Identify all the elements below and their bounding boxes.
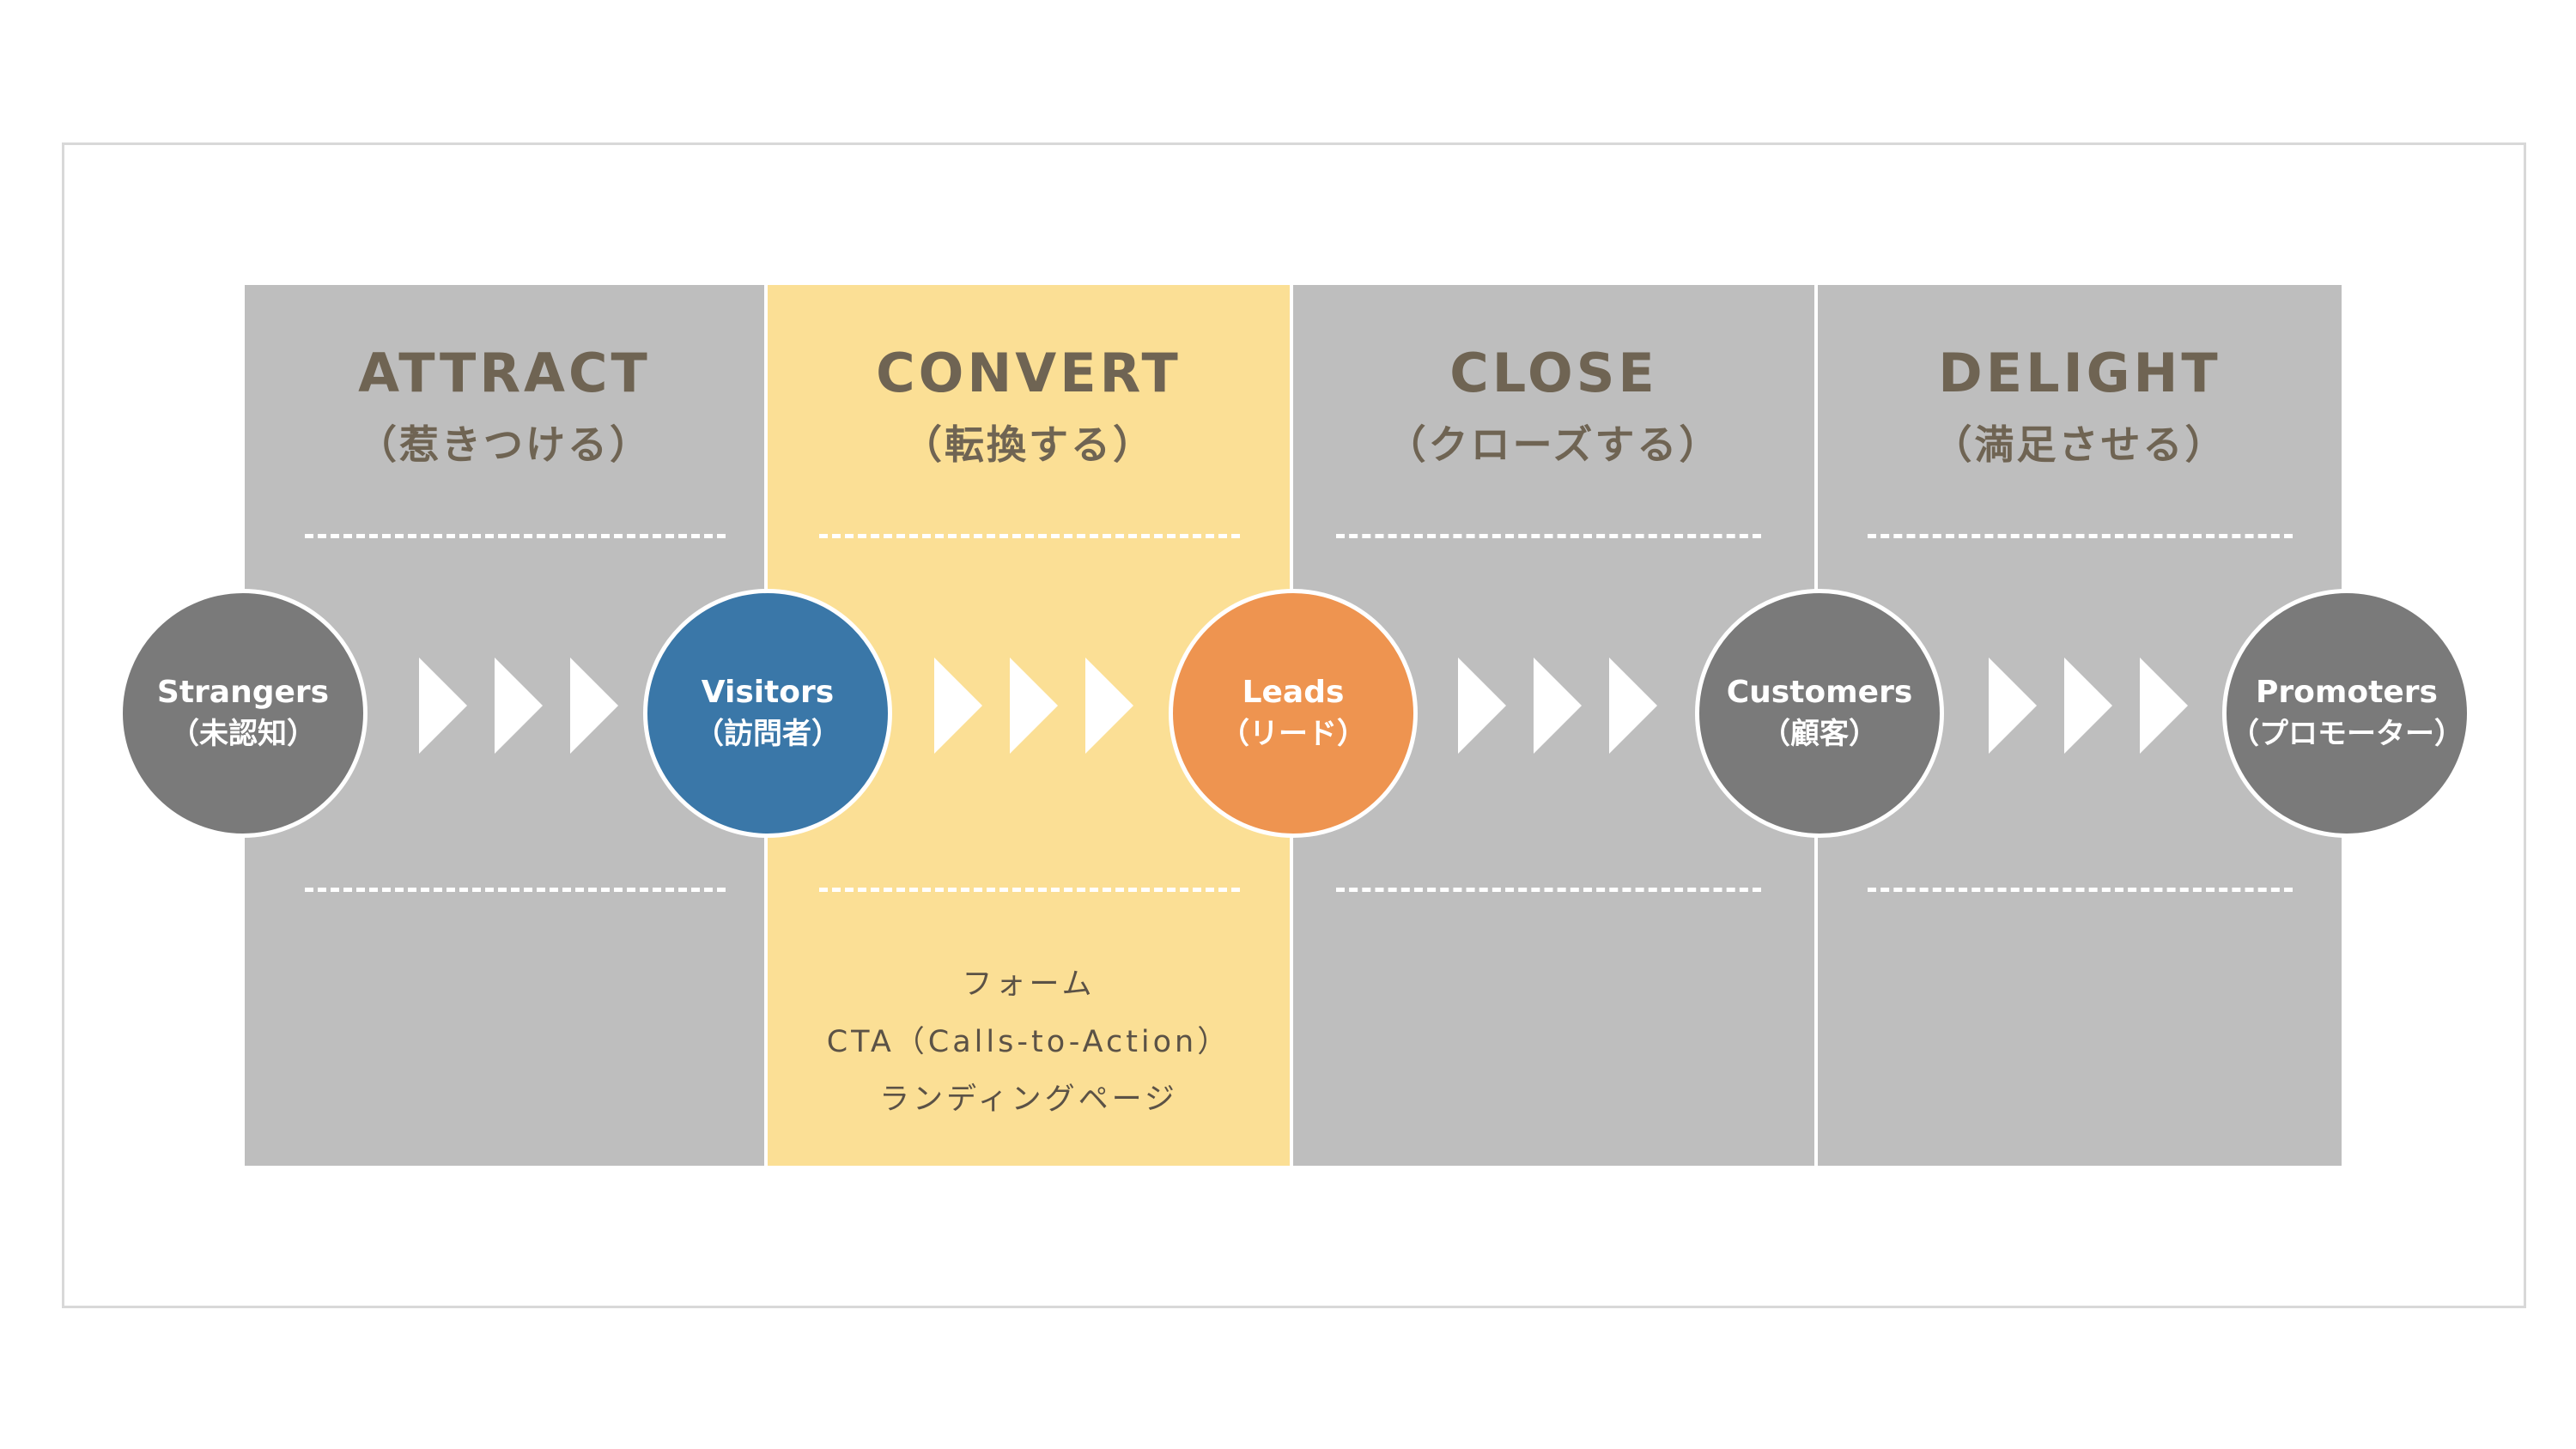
dashed-divider-top	[305, 534, 726, 538]
dashed-divider-top	[1868, 534, 2293, 538]
dashed-divider-top	[819, 534, 1240, 538]
convert-tools-list: フォーム CTA（Calls-to-Action） ランディングページ	[768, 956, 1290, 1129]
node-label-ja: （プロモーター）	[2230, 717, 2464, 751]
stage-subtitle: （惹きつける）	[357, 421, 652, 468]
node-customers: Customers （顧客）	[1695, 589, 1944, 838]
node-label-en: Promoters	[2256, 675, 2438, 710]
node-label-ja: （リード）	[1220, 717, 1366, 751]
stage-title: DELIGHT	[1938, 342, 2221, 404]
dashed-divider-top	[1336, 534, 1761, 538]
stage-subtitle: （転換する）	[902, 421, 1155, 468]
node-promoters: Promoters （プロモーター）	[2222, 589, 2471, 838]
node-visitors: Visitors （訪問者）	[643, 589, 892, 838]
stage-title: ATTRACT	[358, 342, 651, 404]
stage-title: CLOSE	[1449, 342, 1658, 404]
triple-chevron-right-icon	[1458, 658, 1664, 754]
node-label-ja: （顧客）	[1761, 717, 1878, 751]
node-label-ja: （訪問者）	[695, 717, 841, 751]
stage-subtitle: （満足させる）	[1932, 421, 2227, 468]
tool-item-form: フォーム	[962, 967, 1096, 1002]
node-label-en: Visitors	[701, 675, 835, 710]
dashed-divider-bottom	[1336, 888, 1761, 892]
triple-chevron-right-icon	[1989, 658, 2195, 754]
triple-chevron-right-icon	[934, 658, 1140, 754]
node-leads: Leads （リード）	[1169, 589, 1418, 838]
node-label-en: Leads	[1242, 675, 1345, 710]
dashed-divider-bottom	[819, 888, 1240, 892]
triple-chevron-right-icon	[419, 658, 625, 754]
dashed-divider-bottom	[305, 888, 726, 892]
node-label-en: Strangers	[156, 675, 330, 710]
stage-title: CONVERT	[876, 342, 1182, 404]
stage-subtitle: （クローズする）	[1386, 421, 1722, 468]
node-strangers: Strangers （未認知）	[118, 589, 368, 838]
tool-item-landing-page: ランディングページ	[879, 1082, 1178, 1117]
node-label-ja: （未認知）	[170, 717, 316, 751]
tool-item-cta: CTA（Calls-to-Action）	[826, 1025, 1231, 1059]
dashed-divider-bottom	[1868, 888, 2293, 892]
node-label-en: Customers	[1726, 675, 1913, 710]
